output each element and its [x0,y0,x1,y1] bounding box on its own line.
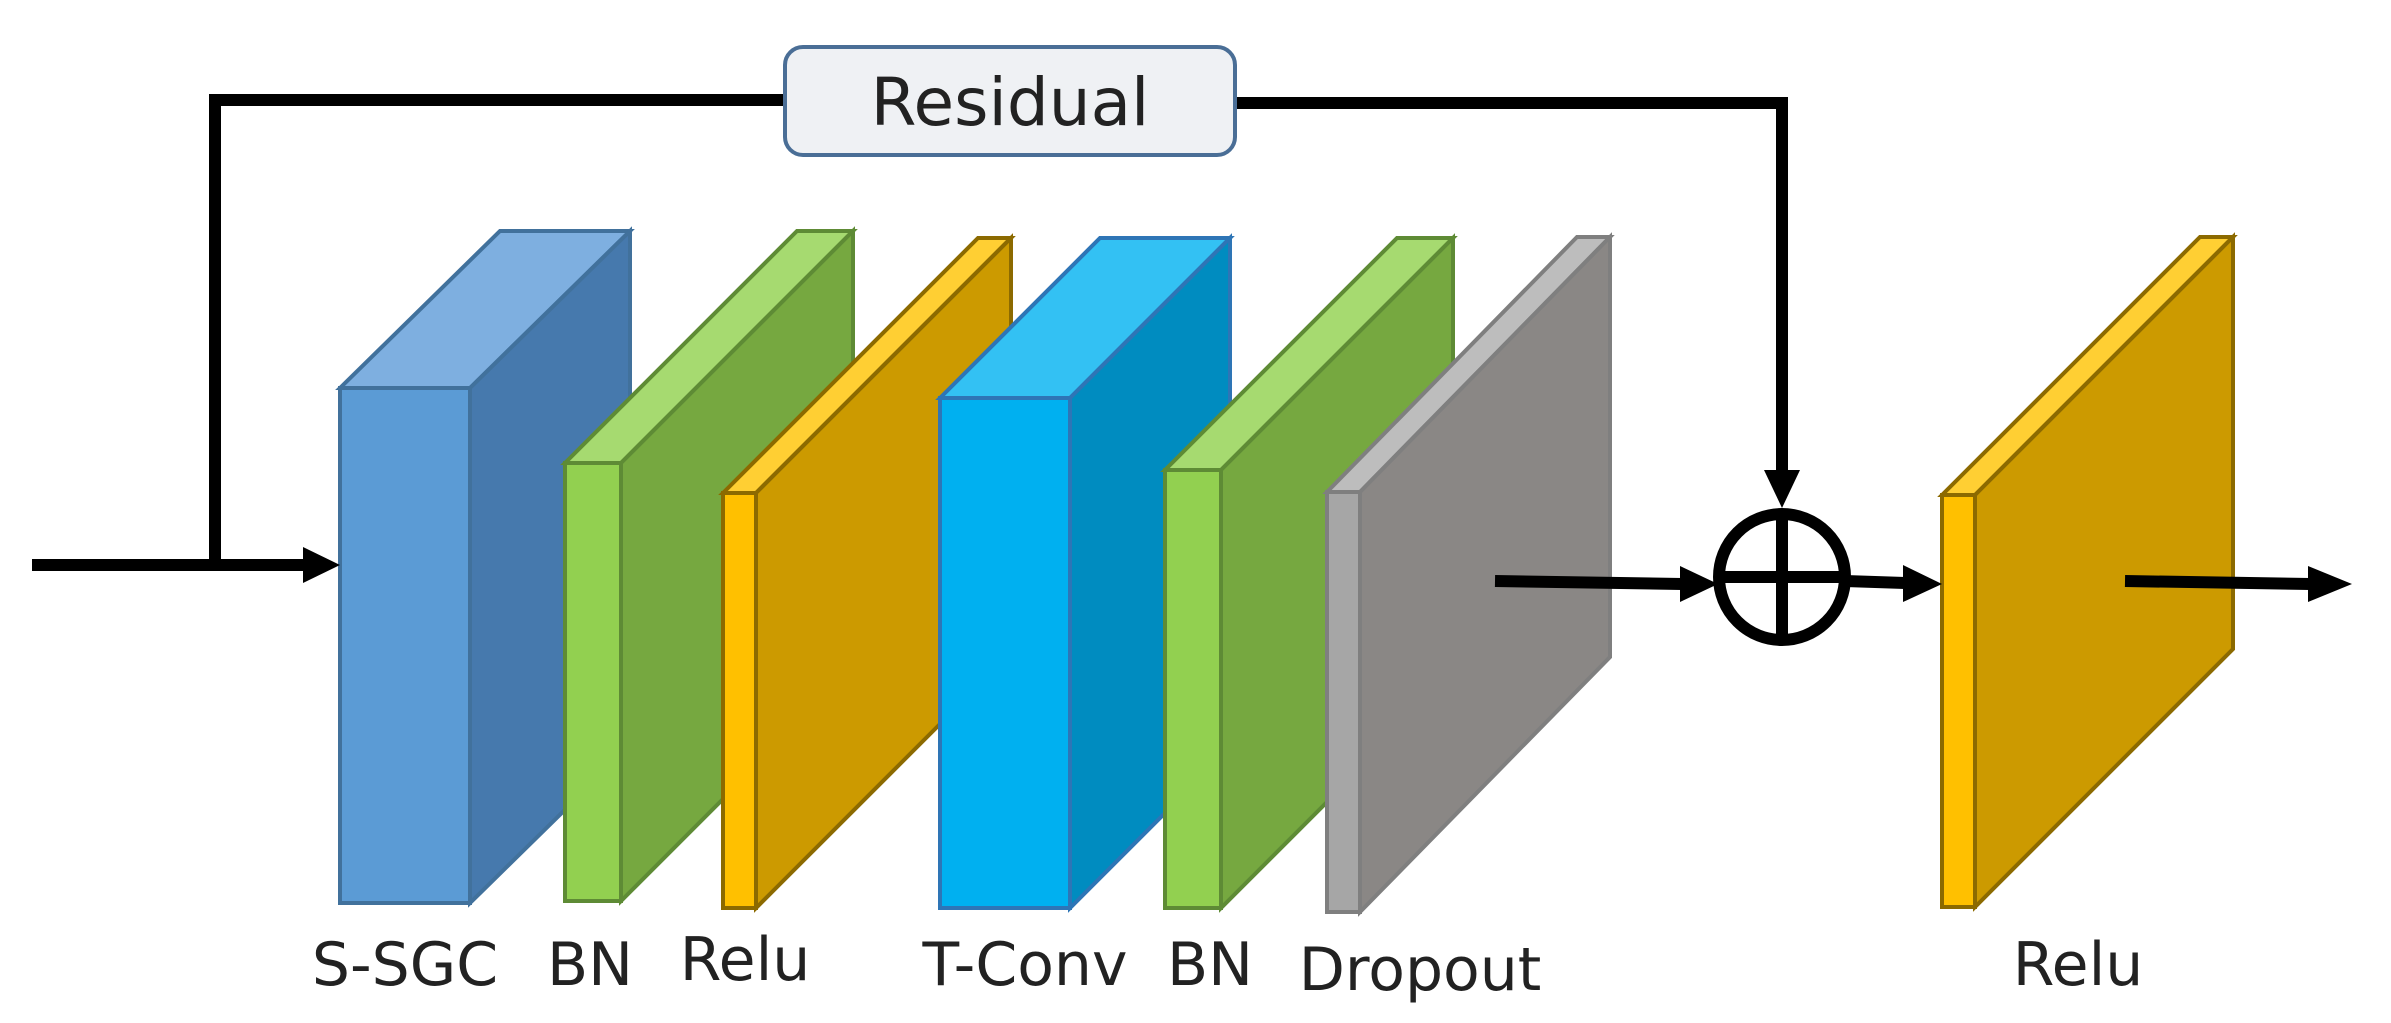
layer-relu-2-front-face [1940,493,1977,909]
dropout-output-arrowhead [1680,566,1718,602]
input-arrowhead [303,547,340,583]
layer-dropout-front-face [1325,490,1362,914]
layer-stack [335,226,2238,917]
residual-box: Residual [783,45,1237,157]
residual-connection-line [209,94,785,565]
layer-t-conv [935,233,1235,913]
output-line [2124,575,2311,590]
layer-dropout-label: Dropout [1299,935,1542,1005]
layer-bn-2-front-face [1163,468,1223,910]
layer-labels: S-SGC BN Relu T-Conv BN Dropout Relu [312,925,2143,1005]
sum-node-icon [1713,508,1851,646]
layer-relu-2-label: Relu [2013,930,2144,1000]
layer-bn-1-front-face [563,461,623,903]
residual-connection-line-return [1235,97,1788,470]
dropout-output-line [1494,575,1683,590]
layer-t-conv-label: T-Conv [922,930,1128,1000]
output-arrowhead [2308,566,2352,602]
layer-bn-1-label: BN [547,930,633,1000]
residual-label: Residual [871,64,1150,141]
residual-arrowhead [1764,470,1800,508]
layer-dropout [1322,232,1615,917]
layer-s-sgc-label: S-SGC [312,930,498,1000]
sum-output-arrowhead [1903,565,1942,602]
layer-bn-2-label: BN [1167,930,1253,1000]
sum-output-line [1844,575,1906,589]
layer-relu-2 [1937,232,2238,912]
layer-s-sgc-front-face [338,386,472,905]
layer-t-conv-front-face [938,396,1072,910]
layer-relu-1-label: Relu [680,925,811,995]
layer-relu-1-front-face [721,491,758,910]
